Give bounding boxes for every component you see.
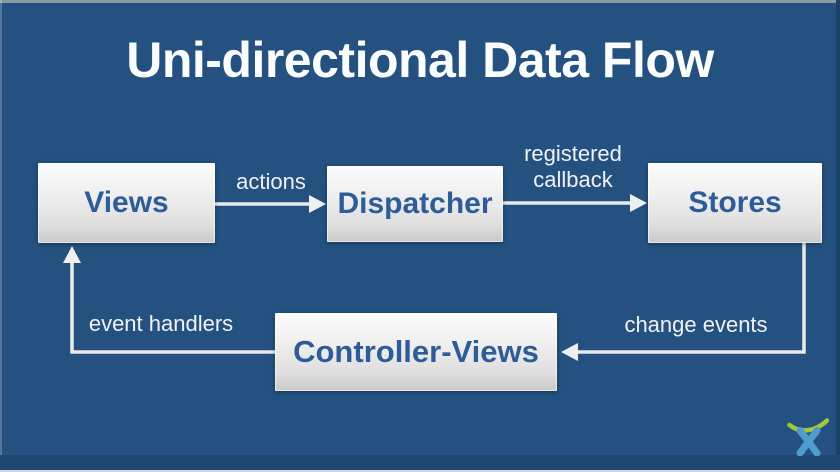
logo-green-arc — [787, 418, 829, 433]
bottom-edge-strip — [0, 470, 840, 472]
node-stores: Stores — [648, 163, 822, 243]
edge-label-registered-callback: registered callback — [524, 141, 622, 192]
right-edge-shade — [836, 0, 840, 472]
top-edge-strip — [0, 0, 840, 3]
left-edge-highlight — [0, 0, 2, 472]
logo-blue-x-stroke-2 — [796, 427, 821, 456]
atlassian-charlie-logo — [787, 418, 829, 456]
node-dispatcher: Dispatcher — [327, 166, 503, 242]
node-views: Views — [38, 163, 215, 243]
edge-label-event-handlers: event handlers — [88, 311, 234, 336]
slide-title: Uni-directional Data Flow — [126, 32, 714, 88]
edge-label-actions: actions — [236, 169, 306, 194]
arrow-views-to-dispatcher — [215, 195, 326, 213]
bottom-shade-band — [0, 455, 840, 470]
arrow-dispatcher-to-stores — [503, 194, 647, 212]
edge-label-change-events: change events — [624, 312, 768, 337]
node-controller-views: Controller-Views — [275, 313, 557, 391]
arrow-stores-to-controller-views — [561, 243, 806, 361]
